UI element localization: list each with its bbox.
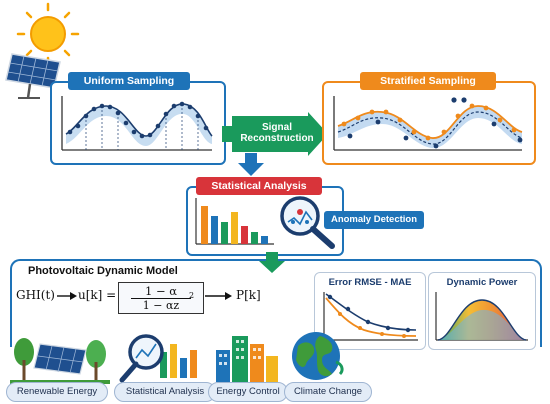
down-arrow-1 — [238, 153, 264, 176]
analysis-bar-chart — [195, 198, 274, 245]
energy-control-icon — [216, 336, 278, 382]
sun-icon — [16, 2, 80, 66]
control-law: u[k] = — [78, 288, 117, 302]
signal-reconstruction-label: Signal Reconstruction — [236, 122, 318, 144]
model-title: Photovoltaic Dynamic Model — [28, 265, 178, 277]
stratified-sampling-title: Stratified Sampling — [360, 72, 496, 90]
transfer-function-box: 1 − α 2 1 − αz — [118, 282, 204, 314]
power-chart-title: Dynamic Power — [446, 277, 518, 288]
caption-renewable-energy: Renewable Energy — [6, 382, 108, 402]
reconstruction-line-2: Reconstruction — [240, 133, 314, 144]
reconstruction-arrow — [222, 112, 328, 156]
renewable-energy-icon — [10, 338, 110, 384]
statistical-analysis-title: Statistical Analysis — [196, 177, 322, 195]
stratified-sampling-plot — [333, 96, 523, 151]
reconstruction-line-1: Signal — [261, 122, 292, 133]
arrow-right-icon-2 — [205, 292, 232, 300]
power-chart — [435, 292, 528, 341]
statistics-magnifier-icon — [119, 334, 197, 383]
tf-subscript: 2 — [189, 291, 195, 300]
tf-numerator: 1 − α — [144, 284, 178, 298]
ghi-input: GHI(t) — [16, 288, 55, 302]
caption-energy-control: Energy Control — [208, 382, 288, 402]
solar-panel-icon — [5, 53, 61, 99]
uniform-sampling-plot — [61, 96, 213, 151]
stratified-sample-points — [341, 103, 517, 141]
anomaly-detection-label: Anomaly Detection — [324, 211, 424, 229]
power-output: P[k] — [236, 288, 261, 302]
tf-denominator: 1 − αz — [142, 299, 180, 312]
globe-icon — [292, 332, 344, 380]
fraction-bar — [131, 298, 191, 299]
down-arrow-2 — [259, 252, 285, 273]
error-chart — [323, 292, 418, 341]
uniform-sampling-title: Uniform Sampling — [68, 72, 190, 90]
error-chart-panel — [314, 272, 426, 350]
caption-statistical-analysis: Statistical Analysis — [114, 382, 216, 402]
magnifier-icon — [280, 196, 335, 249]
error-chart-title: Error RMSE - MAE — [328, 277, 412, 288]
arrow-right-icon — [57, 292, 77, 300]
caption-climate-change: Climate Change — [284, 382, 372, 402]
